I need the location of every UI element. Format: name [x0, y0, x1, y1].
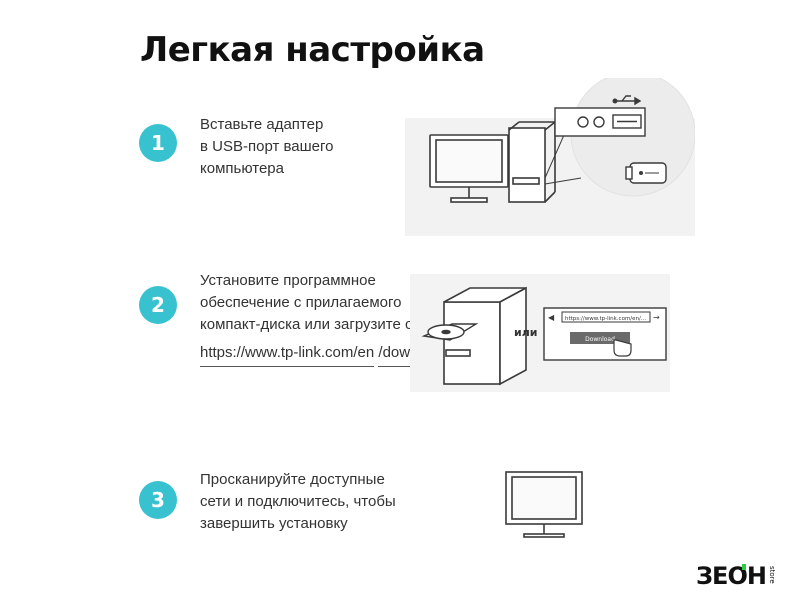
pc-tower-icon — [443, 286, 527, 386]
step-1-line-2: в USB-порт вашего — [200, 138, 334, 155]
step-2-line-1: Установите программное — [200, 272, 376, 289]
step-1-line-1: Вставьте адаптер — [200, 116, 324, 133]
hand-cursor-icon — [613, 339, 632, 357]
download-link-part-1[interactable]: https://www.tp-link.com/en — [200, 342, 375, 367]
step-3-text: Просканируйте доступные сети и подключит… — [200, 469, 396, 535]
page-title: Легкая настройка — [140, 30, 485, 70]
monitor-illustration — [505, 471, 583, 538]
step-2-line-3: компакт-диска или загрузите с — [200, 316, 413, 333]
or-label: или — [514, 326, 537, 339]
usb-icon — [612, 95, 642, 106]
logo-accent-mark — [742, 564, 746, 570]
step-1-number: 1 — [139, 124, 177, 162]
step-2-number: 2 — [139, 286, 177, 324]
zoom-line-bottom — [544, 177, 582, 185]
step-1-text: Вставьте адаптер в USB-порт вашего компь… — [200, 114, 334, 180]
step-3-line-3: завершить установку — [200, 515, 348, 532]
step-3-number: 3 — [139, 481, 177, 519]
browser-back-arrow: ◀ — [548, 313, 555, 322]
logo-text: ЗЕОН — [696, 562, 766, 590]
usb-adapter-icon — [625, 162, 667, 184]
download-button-label: Download — [585, 336, 615, 343]
step-3-line-1: Просканируйте доступные — [200, 471, 385, 488]
cd-tray-icon — [421, 323, 479, 341]
monitor-icon — [505, 471, 583, 538]
browser-url: https://www.tp-link.com/en/... — [565, 316, 646, 322]
monitor-icon — [429, 134, 509, 203]
cd-install-illustration: или ◀ → https://www.tp-link.com/en/... D… — [410, 274, 670, 392]
step-3-line-2: сети и подключитесь, чтобы — [200, 493, 396, 510]
usb-adapter-illustration — [405, 78, 695, 236]
step-1-line-3: компьютера — [200, 160, 284, 177]
browser-forward-arrow: → — [653, 313, 660, 322]
logo-side-text: store — [768, 566, 776, 584]
pc-tower-icon — [508, 121, 556, 203]
step-2-line-2: обеспечение с прилагаемого — [200, 294, 402, 311]
zeon-logo: ЗЕОН store — [696, 560, 792, 595]
usb-port-panel — [554, 107, 646, 137]
